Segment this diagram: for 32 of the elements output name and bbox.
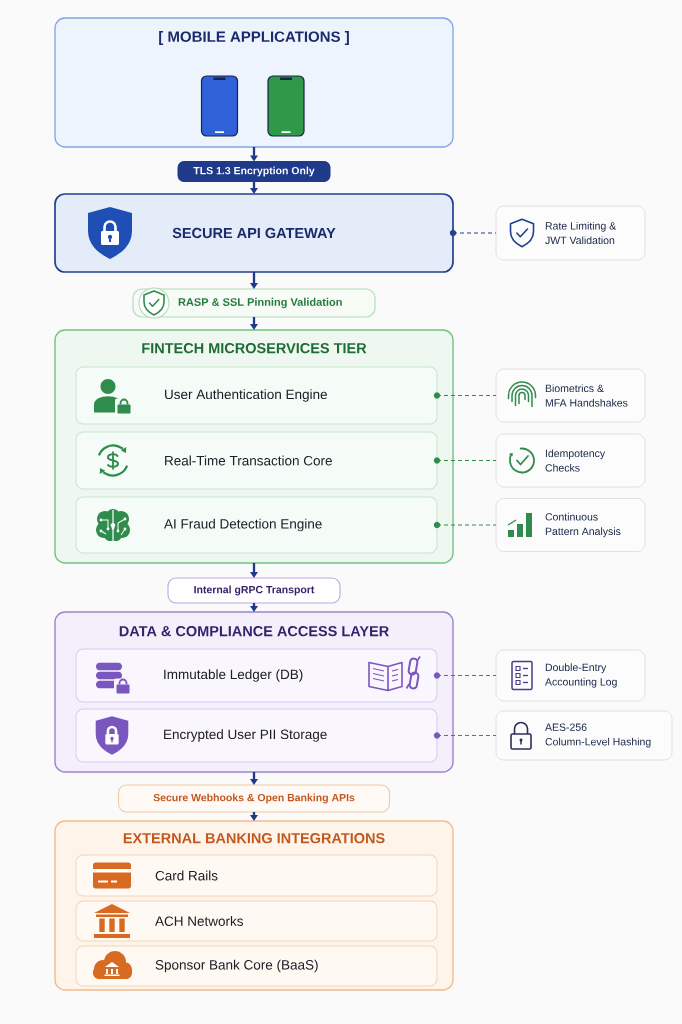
dashed-connector	[433, 732, 497, 739]
component-box: ACH Networks	[75, 900, 438, 942]
pill-badge: Internal gRPC Transport	[167, 577, 341, 604]
component-box: Real-Time Transaction Core	[75, 431, 438, 490]
component-box: User Authentication Engine	[75, 366, 438, 425]
dashed-connector	[433, 672, 497, 679]
dashed-connector	[433, 392, 497, 399]
component-box: Card Rails	[75, 854, 438, 897]
layer-box: SECURE API GATEWAY	[54, 193, 454, 273]
component-box: Encrypted User PII Storage	[75, 708, 438, 763]
arrow	[250, 603, 258, 612]
arrow	[250, 272, 258, 289]
component-box: Sponsor Bank Core (BaaS)	[75, 945, 438, 987]
note-box: Double-Entry Accounting Log	[495, 649, 646, 702]
arrow	[250, 812, 258, 821]
layer-box: [ MOBILE APPLICATIONS ]	[54, 17, 454, 148]
arrow	[250, 181, 258, 194]
note-box: Biometrics & MFA Handshakes	[495, 368, 646, 423]
pill-badge: TLS 1.3 Encryption Only	[177, 161, 331, 182]
dashed-connector	[433, 457, 497, 464]
arrow	[250, 772, 258, 785]
component-box: AI Fraud Detection Engine	[75, 496, 438, 554]
dashed-connector	[449, 229, 497, 237]
pill-badge: Secure Webhooks & Open Banking APIs	[117, 784, 391, 813]
dashed-connector	[433, 521, 497, 529]
note-box: Rate Limiting & JWT Validation	[495, 205, 646, 261]
note-box: Continuous Pattern Analysis	[495, 498, 646, 552]
arrow	[250, 563, 258, 578]
note-box: Idempotency Checks	[495, 433, 646, 488]
note-box: AES-256 Column-Level Hashing	[495, 710, 673, 761]
arrow	[250, 317, 258, 330]
component-box: Immutable Ledger (DB)	[75, 648, 438, 703]
